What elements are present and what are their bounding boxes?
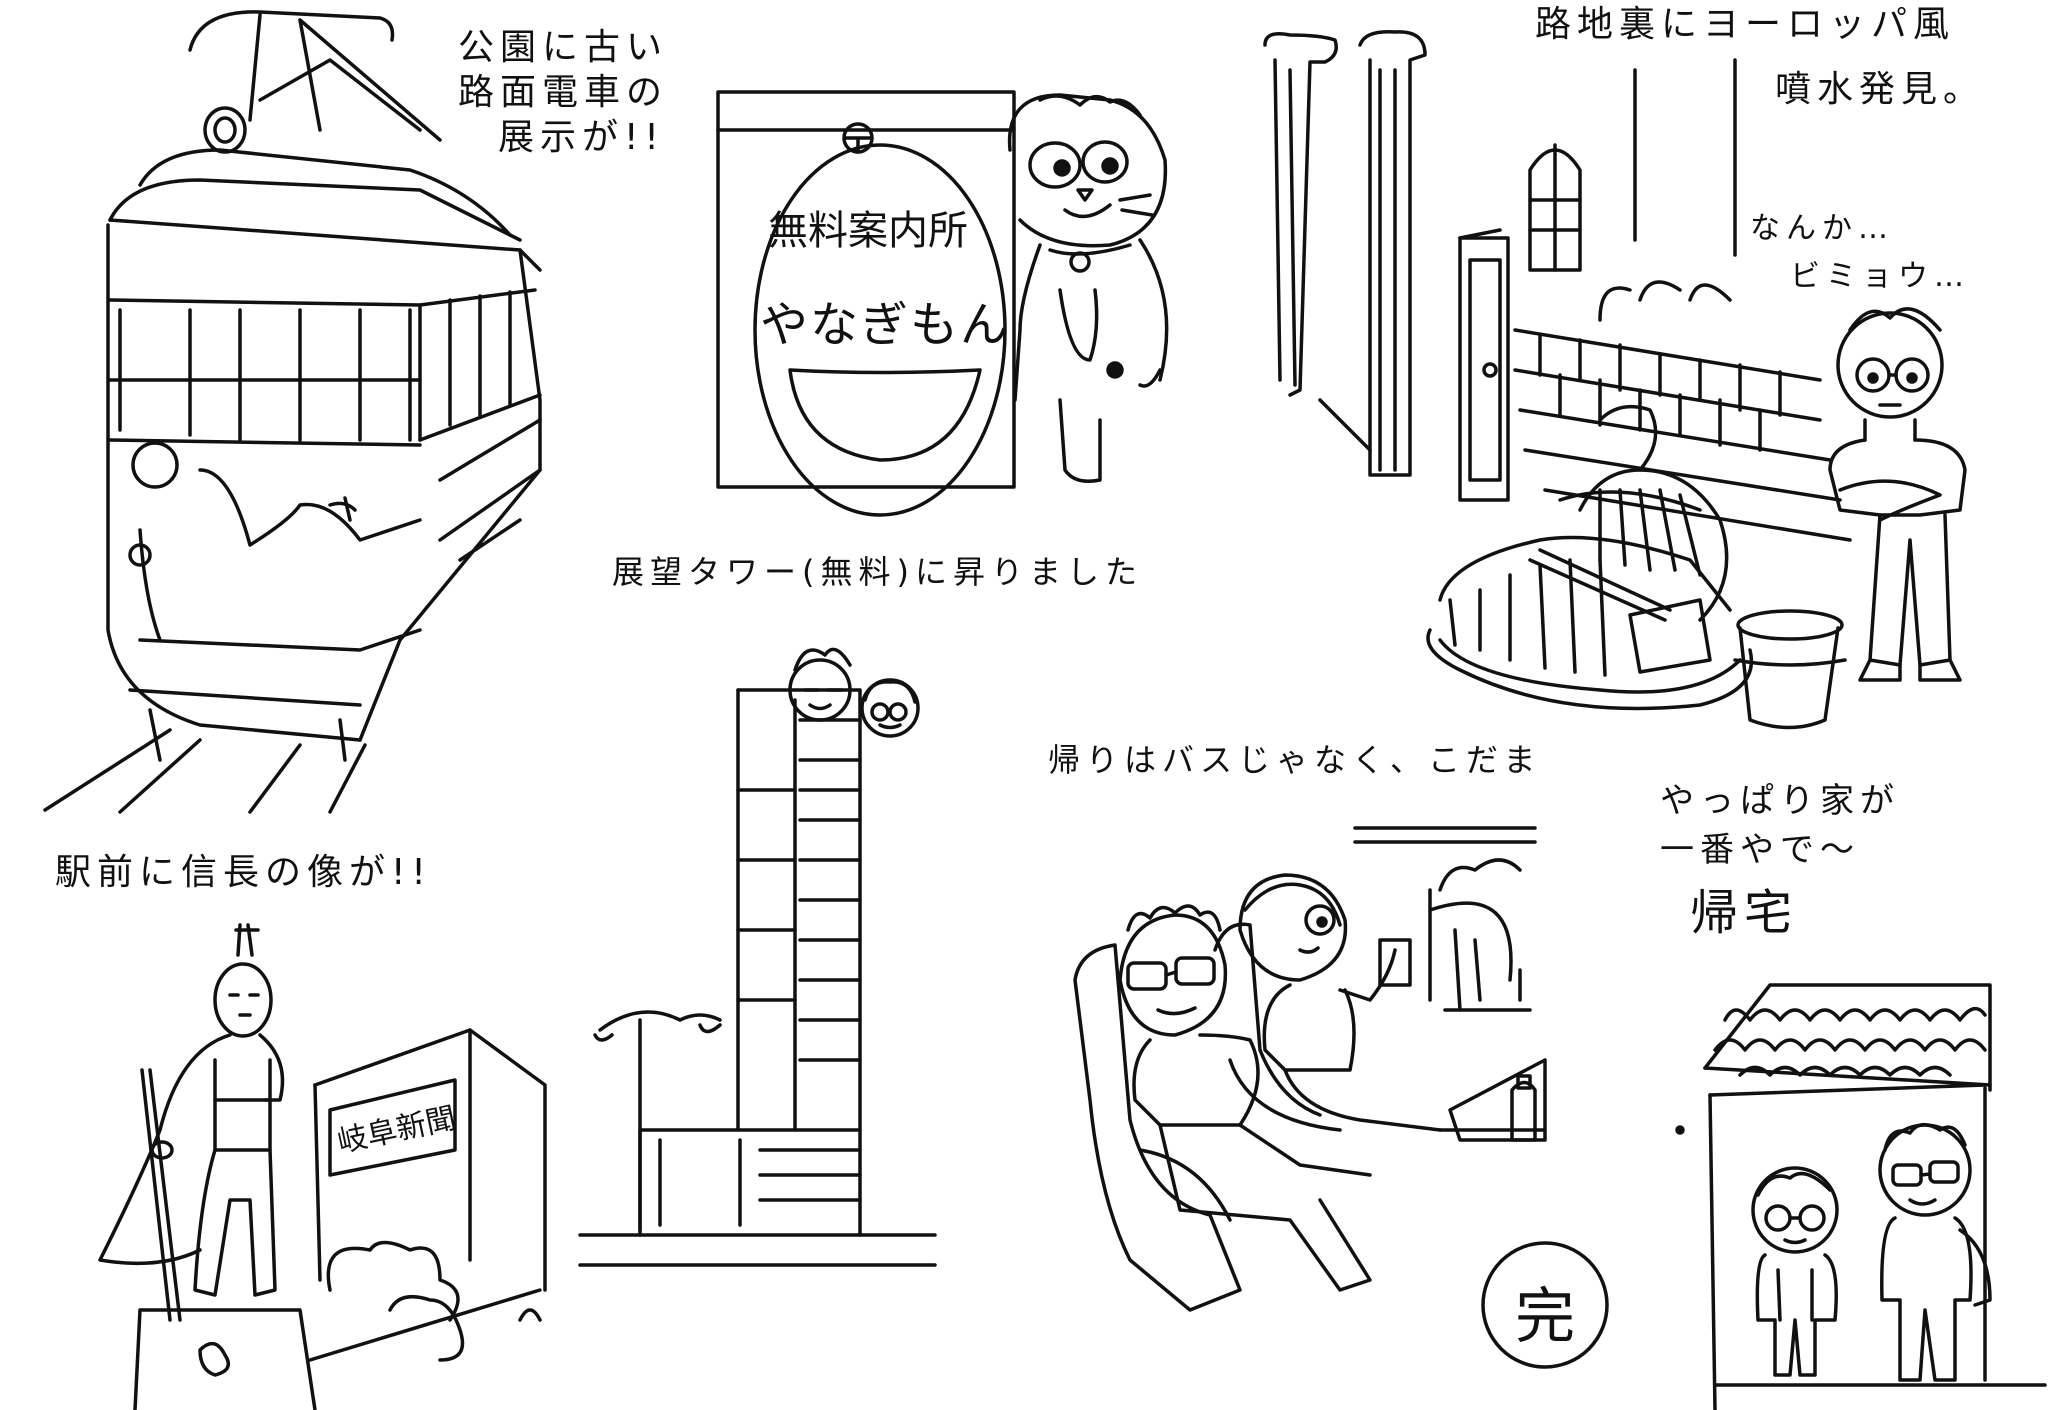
home-caption-line3: 帰宅 — [1690, 885, 1799, 941]
fountain-caption: 路地裏にヨーロッパ風 噴水発見。 — [1535, 2, 1985, 112]
cat-mascot-drawing — [1007, 93, 1169, 483]
tram-caption-line3: 展示が!! — [498, 117, 665, 158]
train-caption: 帰りはバスじゃなく、こだま — [1048, 741, 1542, 779]
fountain-caption-line1: 路地裏にヨーロッパ風 — [1535, 4, 1956, 45]
fountain-scene-drawing — [1263, 30, 1967, 730]
statue-caption: 駅前に信長の像が!! — [55, 852, 432, 893]
train-interior-drawing — [1073, 826, 1685, 1369]
statue-drawing — [98, 923, 547, 1410]
fountain-caption-line2: 噴水発見。 — [1775, 69, 1986, 110]
end-mark: 完 — [1515, 1282, 1575, 1352]
home-caption: やっぱり家が 一番やで〜 帰宅 — [1660, 780, 1900, 943]
fountain-comment-line2: ビミョウ… — [1790, 258, 1970, 294]
info-sign-line1: 無料案内所 — [768, 208, 968, 254]
house-drawing — [1703, 983, 2047, 1410]
tram-caption-line2: 路面電車の — [458, 72, 669, 113]
home-caption-line2: 一番やで〜 — [1660, 829, 1860, 870]
fountain-comment-line1: なんか… — [1750, 211, 1894, 246]
tram-caption: 公園に古い 路面電車の 展示が!! — [458, 25, 668, 160]
info-sign-line2: やなぎもん — [760, 297, 1011, 353]
fountain-comment: なんか… ビミョウ… — [1750, 210, 1970, 295]
tram-drawing — [43, 10, 542, 814]
home-caption-line1: やっぱり家が — [1660, 781, 1900, 821]
tram-caption-line1: 公園に古い — [458, 27, 669, 68]
tower-drawing — [578, 647, 937, 1267]
info-sign-drawing — [716, 90, 1016, 517]
tower-caption: 展望タワー(無料)に昇りました — [612, 553, 1143, 591]
